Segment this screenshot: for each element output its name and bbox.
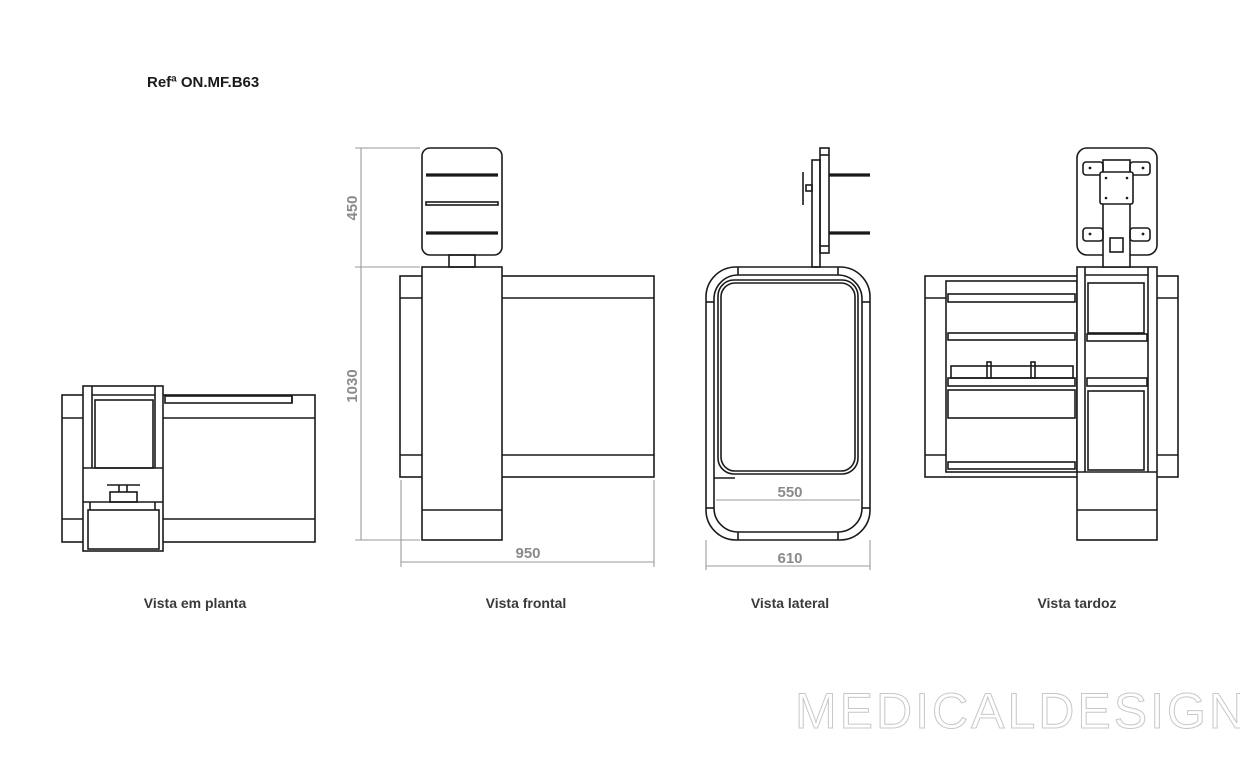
- label-side-view: Vista lateral: [750, 595, 830, 611]
- rear-view: [924, 147, 1179, 541]
- label-plan-view: Vista em planta: [143, 595, 247, 611]
- medicaldesign-watermark: MEDICALDESIGN: [795, 683, 1240, 739]
- label-front-view: Vista frontal: [485, 595, 567, 611]
- label-rear-view: Vista tardoz: [1037, 595, 1117, 611]
- dim-450: 450: [344, 195, 361, 220]
- plan-view: [61, 385, 316, 552]
- front-view: 450 1030 950: [344, 147, 655, 567]
- dim-1030: 1030: [344, 369, 361, 402]
- dim-950: 950: [515, 545, 540, 562]
- reference-title: Refª ON.MF.B63: [147, 74, 260, 91]
- dim-610: 610: [777, 550, 802, 567]
- side-view: 550 610: [705, 147, 871, 570]
- dim-550: 550: [777, 484, 802, 501]
